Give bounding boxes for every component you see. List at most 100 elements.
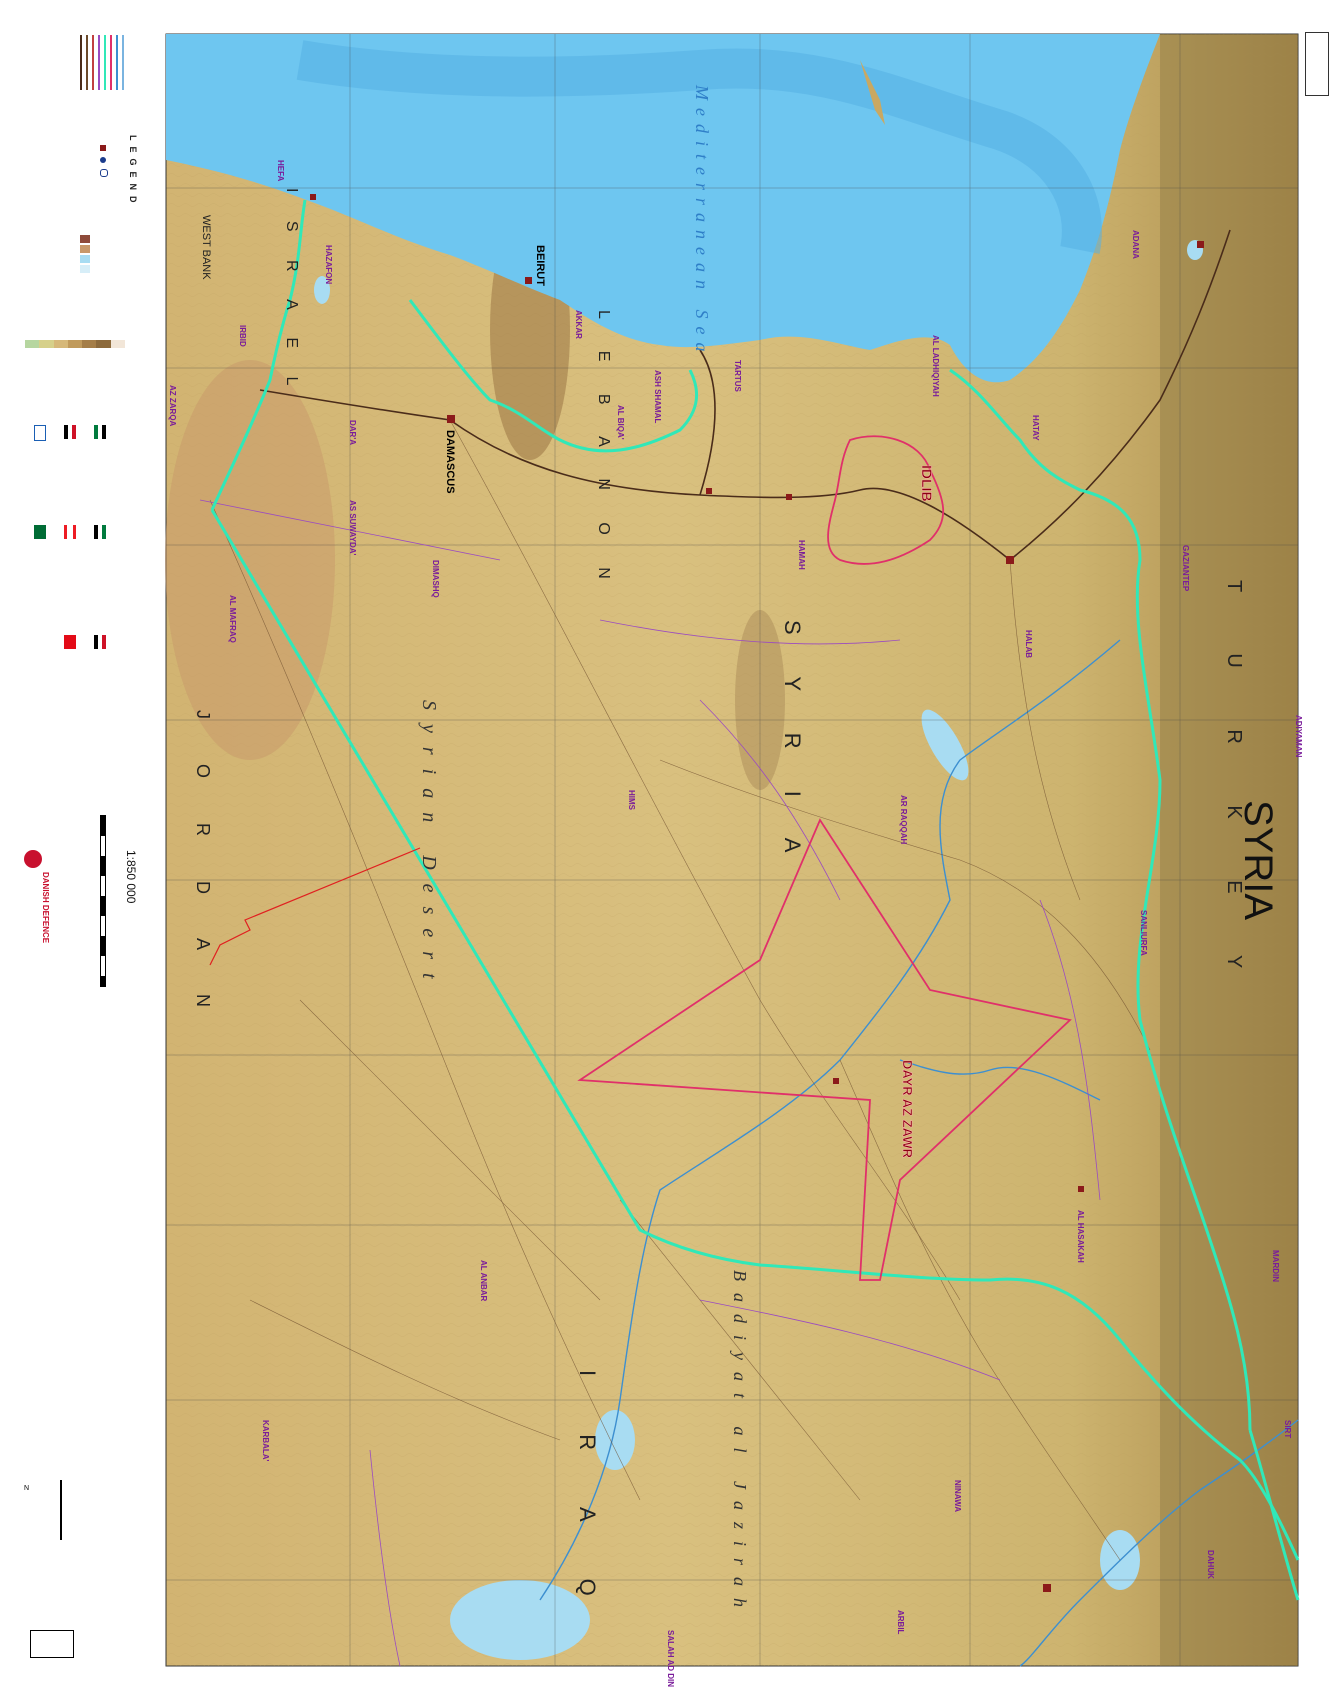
international-borders [210, 199, 1300, 1601]
admin-label: HATAY [1031, 415, 1040, 441]
governorate-label-idlib: IDLIB [919, 465, 936, 502]
region-label-west-bank: WEST BANK [200, 215, 212, 280]
desert-label-jazirah: Badiyat al Jazirah [730, 1270, 750, 1619]
city-marker [1006, 556, 1014, 564]
sheet-id-box [1305, 32, 1329, 96]
border-syria-turkey [949, 368, 1252, 1431]
road-homs-tartus [699, 349, 716, 496]
flag-palestine-icon [94, 525, 106, 539]
admin-label: HAZAFON [324, 245, 333, 285]
dayr-az-zawr-outline [577, 818, 1072, 1281]
capital-label-damascus: DAMASCUS [444, 430, 456, 494]
north-arrow-icon [60, 1480, 62, 1540]
cyprus-tip [860, 60, 885, 125]
city-marker [1197, 241, 1204, 248]
admin-label: MARDIN [1271, 1250, 1280, 1282]
flag-jordan-icon [94, 425, 106, 439]
admin-label: HEFA [276, 160, 285, 182]
country-label-israel: I S R A E L [283, 188, 300, 398]
legend-symbols [100, 145, 108, 183]
city-marker [706, 488, 712, 494]
border-israel [288, 199, 307, 301]
admin-label: AL HASAKAH [1076, 1210, 1085, 1263]
admin-label: AL BIQA' [616, 405, 625, 440]
admin-label: HIMS [627, 790, 636, 810]
admin-label: HALAB [1024, 630, 1033, 658]
governorate-label-dayr-az-zawr: DAYR AZ ZAWR [900, 1060, 916, 1158]
publisher-name: DANISH DEFENCE [41, 872, 50, 944]
rivers [539, 639, 1299, 1667]
scale-label: 1:850 000 [124, 850, 138, 904]
admin-label: AS SUWAYDA' [348, 500, 357, 556]
admin-label: ARBIL [896, 1610, 905, 1635]
flag-israel-icon [34, 425, 46, 441]
admin-label: AL ANBAR [479, 1260, 488, 1302]
scale-bar [100, 815, 106, 987]
legend-area-swatches [80, 235, 90, 273]
country-label-jordan: J O R D A N [193, 710, 213, 1028]
highway-damascus-aleppo [449, 419, 1011, 561]
flag-turkey-icon [64, 635, 76, 649]
city-marker [447, 415, 455, 423]
roads [259, 229, 1231, 561]
north-arrow-label: N [24, 1485, 30, 1492]
coordinate-grid [166, 34, 1298, 1666]
lake-tharthar [450, 1580, 590, 1660]
lake-assad [921, 709, 969, 781]
publisher-logo-icon [24, 850, 42, 868]
admin-label: AL LADHIQIYAH [931, 335, 940, 397]
legend-panel: LEGEND [20, 30, 140, 1670]
city-marker [525, 277, 532, 284]
city-markers [310, 194, 1204, 1592]
idlib-outline [827, 435, 945, 565]
city-marker [1043, 1584, 1051, 1592]
admin-label: NINAWA [953, 1480, 962, 1512]
admin-label: SANLIURFA [1139, 910, 1148, 956]
admin-label: DIMASHQ [431, 560, 440, 598]
legend-heading: LEGEND [128, 135, 138, 209]
khabur-river [899, 1059, 1101, 1101]
highway-damascus-west [259, 389, 451, 421]
flag-lebanon-icon [64, 525, 76, 539]
admin-label: AKKAR [574, 310, 583, 339]
euphrates-river [539, 639, 1121, 1601]
sheet-info-box [30, 1630, 74, 1658]
flag-iraq-icon [64, 425, 76, 439]
sea-of-galilee [314, 276, 330, 304]
tigris-river [1019, 1419, 1299, 1667]
admin-label: AZ ZARQA [168, 385, 177, 427]
country-label-turkey: T U R K E Y [1223, 580, 1245, 997]
admin-label: AL MAFRAQ [228, 595, 237, 643]
desert-label-syrian: Syrian Desert [418, 700, 440, 993]
elevation-bar [25, 340, 125, 348]
city-marker [1078, 1186, 1084, 1192]
city-marker [310, 194, 316, 200]
admin-label: SALAH AD DIN [666, 1630, 675, 1688]
admin-boundaries [199, 499, 1101, 1667]
highway-aleppo-north [1009, 229, 1231, 561]
country-label-syria: S Y R I A [780, 620, 805, 871]
lake [595, 1410, 635, 1470]
sea-label: Mediterranean Sea [692, 85, 712, 360]
admin-label: ADANA [1131, 230, 1140, 259]
border-syria-iraq-jordan [210, 509, 1300, 1561]
admin-label: GAZIANTEP [1181, 545, 1190, 592]
minor-roads [209, 419, 1151, 1561]
country-label-lebanon: L E B A N O N [595, 310, 612, 593]
city-marker [833, 1078, 839, 1084]
city-marker [786, 494, 792, 500]
border-turkey-iraq [1248, 1429, 1300, 1601]
admin-label: SIRT [1283, 1420, 1292, 1439]
admin-label: TARTUS [733, 360, 742, 392]
flag-saudi-icon [34, 525, 46, 539]
border-syria-lebanon [408, 299, 699, 453]
admin-label: ADIYAMAN [1294, 715, 1303, 758]
country-label-iraq: I R A Q [575, 1370, 600, 1622]
capital-label-beirut: BEIRUT [534, 245, 546, 286]
border-syria-jordan-west [210, 299, 292, 511]
legend-line-swatches [80, 35, 135, 95]
governorate-highlights [577, 435, 1072, 1281]
admin-label: ASH SHAMAL [653, 370, 662, 424]
flag-syria-icon [94, 635, 106, 649]
